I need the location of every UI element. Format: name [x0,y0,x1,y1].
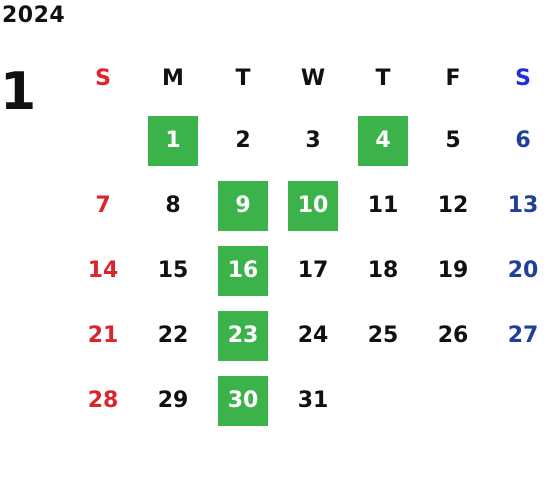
day-cell [68,108,138,173]
day-number[interactable]: 21 [87,323,119,348]
day-cell: 9 [208,173,278,238]
day-number[interactable]: 23 [218,310,268,361]
day-cell [348,368,418,433]
day-number[interactable]: 8 [165,193,181,218]
day-number[interactable]: 6 [515,128,531,153]
day-number[interactable]: 25 [367,323,399,348]
day-cell: 13 [488,173,548,238]
weekday-tuesday: T [235,65,251,91]
weekday-monday: M [162,65,184,91]
day-cell: 12 [418,173,488,238]
day-number[interactable]: 27 [507,323,539,348]
day-number[interactable]: 10 [288,180,338,231]
day-number [428,376,478,426]
day-number[interactable]: 19 [437,258,469,283]
day-cell: 2 [208,108,278,173]
day-number[interactable]: 2 [235,128,251,153]
day-cell [488,368,548,433]
weekday-wednesday: W [300,65,326,91]
day-number[interactable]: 26 [437,323,469,348]
day-number[interactable]: 15 [157,258,189,283]
day-number[interactable]: 18 [367,258,399,283]
day-number [358,376,408,426]
day-cell: 7 [68,173,138,238]
day-number [78,116,128,166]
day-number[interactable]: 13 [507,193,539,218]
day-cell: 24 [278,303,348,368]
weekday-friday: F [445,65,461,91]
day-cell: 5 [418,108,488,173]
day-cell: 11 [348,173,418,238]
day-number[interactable]: 3 [305,128,321,153]
day-number[interactable]: 24 [297,323,329,348]
day-cell: 21 [68,303,138,368]
day-cell: 25 [348,303,418,368]
day-cell: 27 [488,303,548,368]
day-cell: 20 [488,238,548,303]
day-cell: 22 [138,303,208,368]
day-cell: 15 [138,238,208,303]
day-cell: 6 [488,108,548,173]
day-number[interactable]: 7 [95,193,111,218]
day-number[interactable]: 12 [437,193,469,218]
day-cell [418,368,488,433]
day-number[interactable]: 5 [445,128,461,153]
day-number[interactable]: 4 [358,115,408,166]
day-cell: 14 [68,238,138,303]
day-number[interactable]: 16 [218,245,268,296]
day-cell: 23 [208,303,278,368]
day-number[interactable]: 22 [157,323,189,348]
day-cell: 19 [418,238,488,303]
day-cell: 30 [208,368,278,433]
day-cell: 3 [278,108,348,173]
day-number[interactable]: 11 [367,193,399,218]
day-cell: 17 [278,238,348,303]
weekday-saturday: S [515,65,531,91]
day-number[interactable]: 31 [297,388,329,413]
day-number[interactable]: 17 [297,258,329,283]
day-number[interactable]: 29 [157,388,189,413]
calendar-grid: S M T W T F S 1 2 3 4 5 6 7 8 9 10 11 12… [68,48,548,433]
year-label: 2024 [2,3,66,28]
day-number[interactable]: 30 [218,375,268,426]
day-cell: 31 [278,368,348,433]
weekday-sunday: S [95,65,111,91]
month-number: 1 [0,62,37,122]
day-cell: 16 [208,238,278,303]
day-cell: 18 [348,238,418,303]
day-cell: 4 [348,108,418,173]
day-cell: 28 [68,368,138,433]
day-number[interactable]: 14 [87,258,119,283]
day-number[interactable]: 28 [87,388,119,413]
day-number[interactable]: 1 [148,115,198,166]
day-cell: 8 [138,173,208,238]
day-cell: 10 [278,173,348,238]
day-number[interactable]: 20 [507,258,539,283]
day-cell: 29 [138,368,208,433]
day-number [498,376,548,426]
day-cell: 1 [138,108,208,173]
day-number[interactable]: 9 [218,180,268,231]
weekday-thursday: T [375,65,391,91]
day-cell: 26 [418,303,488,368]
